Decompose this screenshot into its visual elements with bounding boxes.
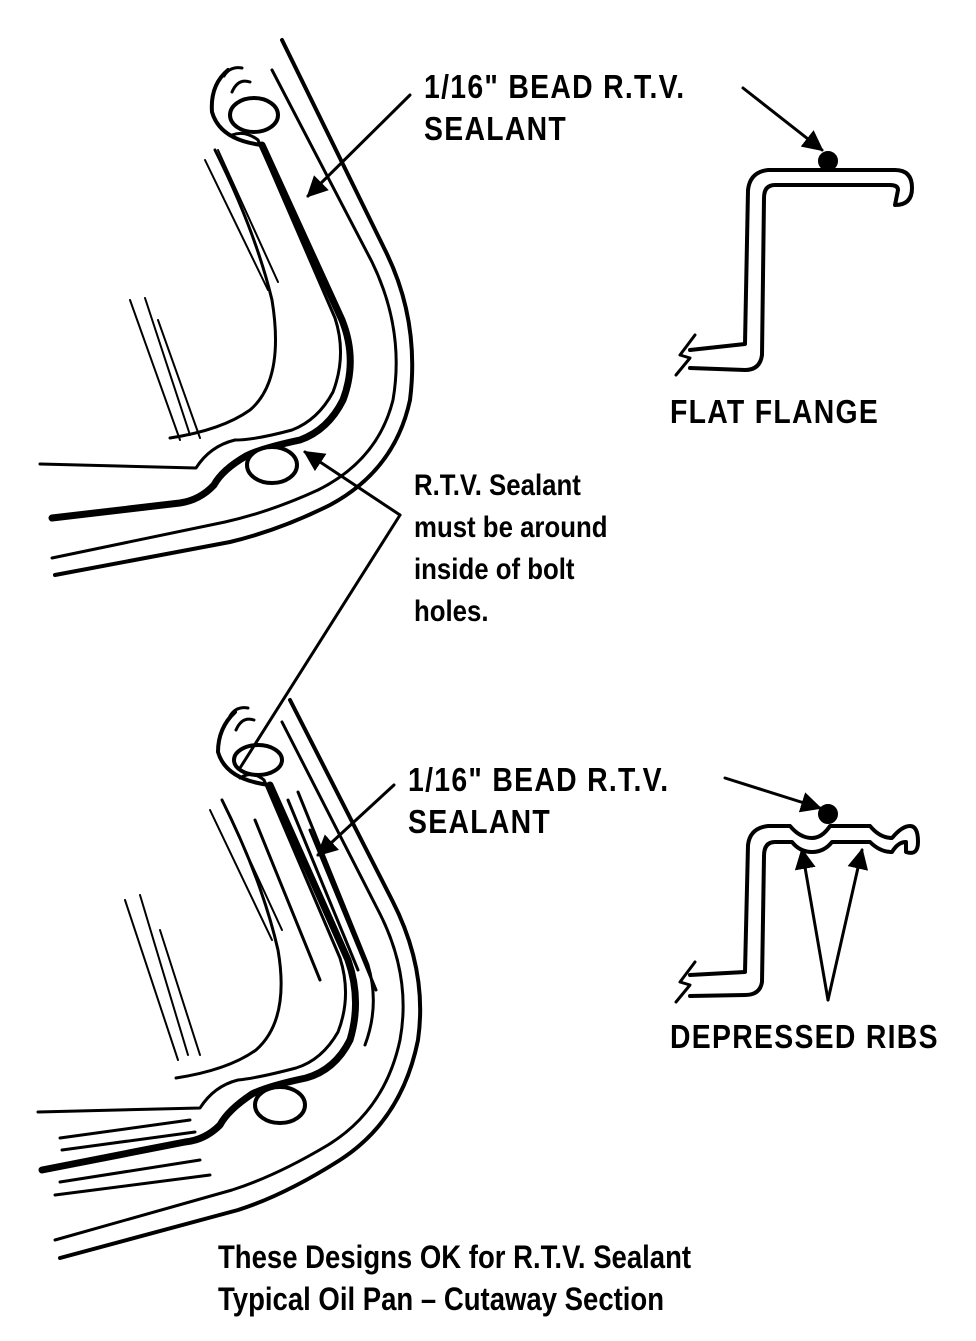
flat-flange-cross-section — [674, 151, 914, 377]
flat-flange-sealant-bead — [818, 151, 838, 171]
note-line1: R.T.V. Sealant — [414, 469, 581, 502]
bead-bottom-label-line1: 1/16" BEAD R.T.V. — [408, 761, 670, 798]
bead-bottom-label-line2: SEALANT — [408, 803, 552, 840]
ribbed-flange-cross-section — [674, 804, 920, 1004]
note-line3: inside of bolt — [414, 553, 575, 586]
arrow-bead-top-to-upper-flange — [306, 93, 412, 198]
depressed-ribs-label: DEPRESSED RIBS — [670, 1018, 939, 1055]
lower-inner-wall — [174, 798, 283, 1080]
flat-flange-label: FLAT FLANGE — [670, 393, 880, 430]
lower-pan-outer-edge-inner — [53, 720, 405, 1242]
upper-pan-outer-edge — [53, 38, 415, 577]
lower-oil-pan-section — [36, 698, 423, 1260]
lower-flange-thin — [36, 773, 348, 1114]
lower-top-lip-curl — [228, 706, 256, 732]
lower-interior-shading — [124, 799, 283, 1061]
caption-line2: Typical Oil Pan – Cutaway Section — [218, 1281, 665, 1317]
upper-inner-wall — [168, 148, 277, 440]
arrow-bead-bottom-to-ribbed-flange — [723, 776, 823, 813]
ribbed-flange-sealant-bead — [818, 804, 838, 824]
upper-pan-outer-edge-inner — [50, 68, 398, 560]
arrow-ribs-right — [826, 847, 869, 1002]
flat-flange-profile — [688, 168, 914, 372]
ribbed-flange-profile — [688, 824, 920, 998]
lower-flange-bold — [38, 781, 359, 1174]
ribbed-flange-break — [674, 960, 697, 1004]
lower-rib-lines — [53, 790, 378, 1197]
upper-top-lip-curl — [222, 66, 252, 94]
bead-top-label-line2: SEALANT — [424, 110, 568, 147]
note-line2: must be around — [414, 511, 608, 544]
arrow-bead-bottom-to-lower-flange — [316, 783, 396, 857]
upper-bolt-hole-corner — [245, 445, 299, 485]
lower-bolt-hole-corner — [253, 1085, 307, 1125]
lower-pan-outer-edge — [58, 698, 423, 1260]
arrow-ribs-left — [794, 847, 830, 1002]
caption-line1: These Designs OK for R.T.V. Sealant — [218, 1239, 692, 1275]
note-line4: holes. — [414, 595, 489, 628]
upper-interior-shading — [129, 149, 279, 441]
arrow-note-to-lower-bolt — [238, 513, 402, 770]
lower-top-lip — [216, 710, 272, 787]
lower-bolt-hole-top — [232, 743, 284, 777]
upper-bolt-hole-top — [228, 96, 280, 134]
upper-top-lip — [209, 68, 264, 147]
flat-flange-break — [674, 333, 697, 377]
upper-oil-pan-section — [38, 38, 415, 577]
bead-top-label-line1: 1/16" BEAD R.T.V. — [424, 68, 686, 105]
upper-flange-thin — [38, 131, 343, 470]
arrow-bead-top-to-flat-flange — [741, 86, 824, 152]
arrow-note-to-upper-bolt — [303, 450, 402, 517]
